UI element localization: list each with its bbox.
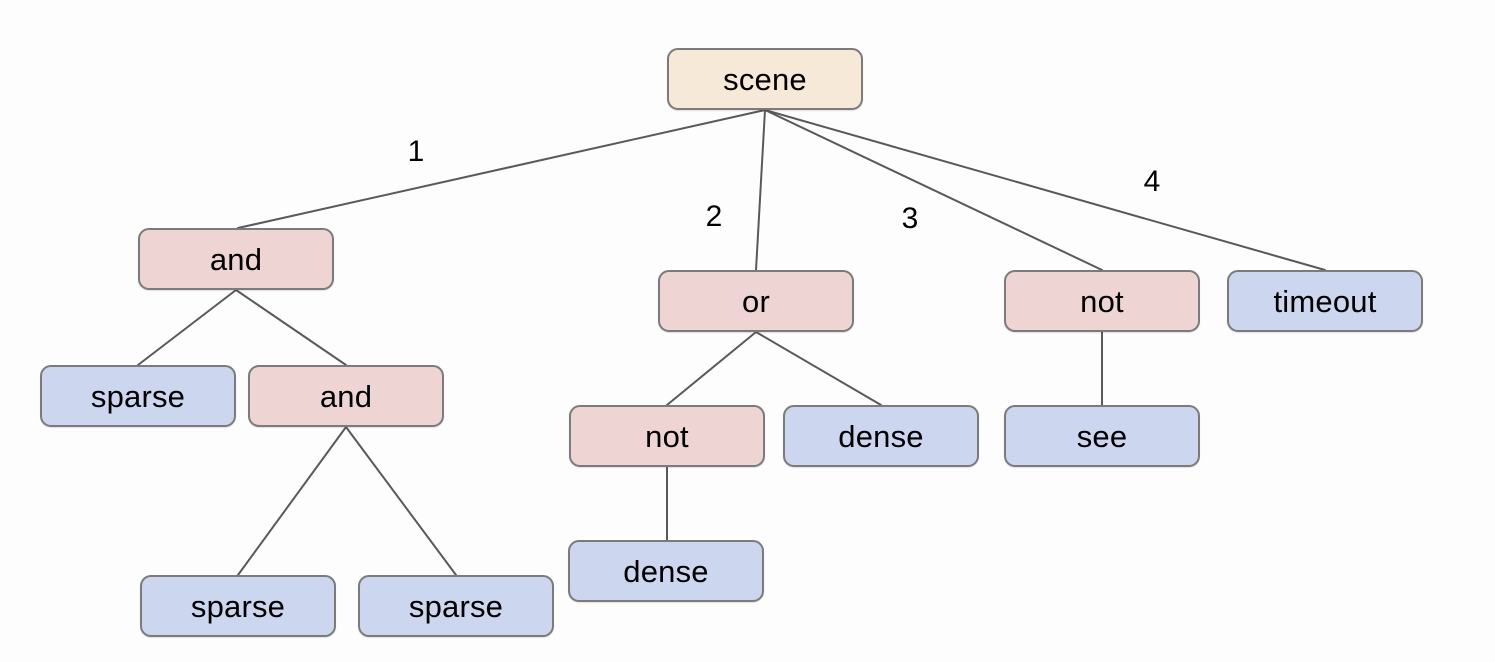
tree-node-label: sparse <box>408 588 504 624</box>
edge-order-label-3: 3 <box>901 202 919 235</box>
tree-node-label: not <box>1080 283 1124 319</box>
tree-node-label: dense <box>623 553 709 589</box>
tree-node-label: and <box>319 378 373 414</box>
tree-node-label: timeout <box>1273 283 1377 319</box>
tree-node-label: scene <box>723 61 807 97</box>
tree-node-sparse3[interactable]: sparse <box>358 575 554 637</box>
tree-edge-scene-timeout <box>764 109 1326 271</box>
tree-node-dense1[interactable]: dense <box>783 405 979 467</box>
tree-node-not1[interactable]: not <box>569 405 765 467</box>
tree-node-label: or <box>742 283 770 319</box>
tree-edge-and2-sparse2 <box>237 426 347 576</box>
tree-node-dense2[interactable]: dense <box>568 540 764 602</box>
tree-edge-or1-not1 <box>666 331 757 406</box>
tree-node-sparse1[interactable]: sparse <box>40 365 236 427</box>
edge-order-label-4: 4 <box>1143 165 1161 198</box>
tree-edge-or1-dense1 <box>755 331 882 406</box>
tree-node-or1[interactable]: or <box>658 270 854 332</box>
tree-edge-scene-not2 <box>764 109 1103 271</box>
tree-node-label: sparse <box>90 378 186 414</box>
tree-node-label: and <box>209 241 263 277</box>
tree-node-label: not <box>645 418 689 454</box>
tree-node-see[interactable]: see <box>1004 405 1200 467</box>
tree-edge-and1-sparse1 <box>137 289 237 366</box>
edge-order-label-1: 1 <box>407 135 425 168</box>
tree-node-sparse2[interactable]: sparse <box>140 575 336 637</box>
tree-edge-scene-or1 <box>755 109 766 271</box>
edge-order-label-2: 2 <box>705 200 723 233</box>
tree-node-label: dense <box>838 418 924 454</box>
tree-node-and2[interactable]: and <box>248 365 444 427</box>
tree-edge-and2-sparse3 <box>345 426 457 576</box>
tree-node-and1[interactable]: and <box>138 228 334 290</box>
tree-edge-and1-and2 <box>235 289 347 366</box>
tree-node-not2[interactable]: not <box>1004 270 1200 332</box>
tree-node-label: sparse <box>190 588 286 624</box>
tree-node-label: see <box>1076 418 1128 454</box>
tree-node-timeout[interactable]: timeout <box>1227 270 1423 332</box>
tree-edge-scene-and1 <box>237 109 766 229</box>
tree-node-scene[interactable]: scene <box>667 48 863 110</box>
